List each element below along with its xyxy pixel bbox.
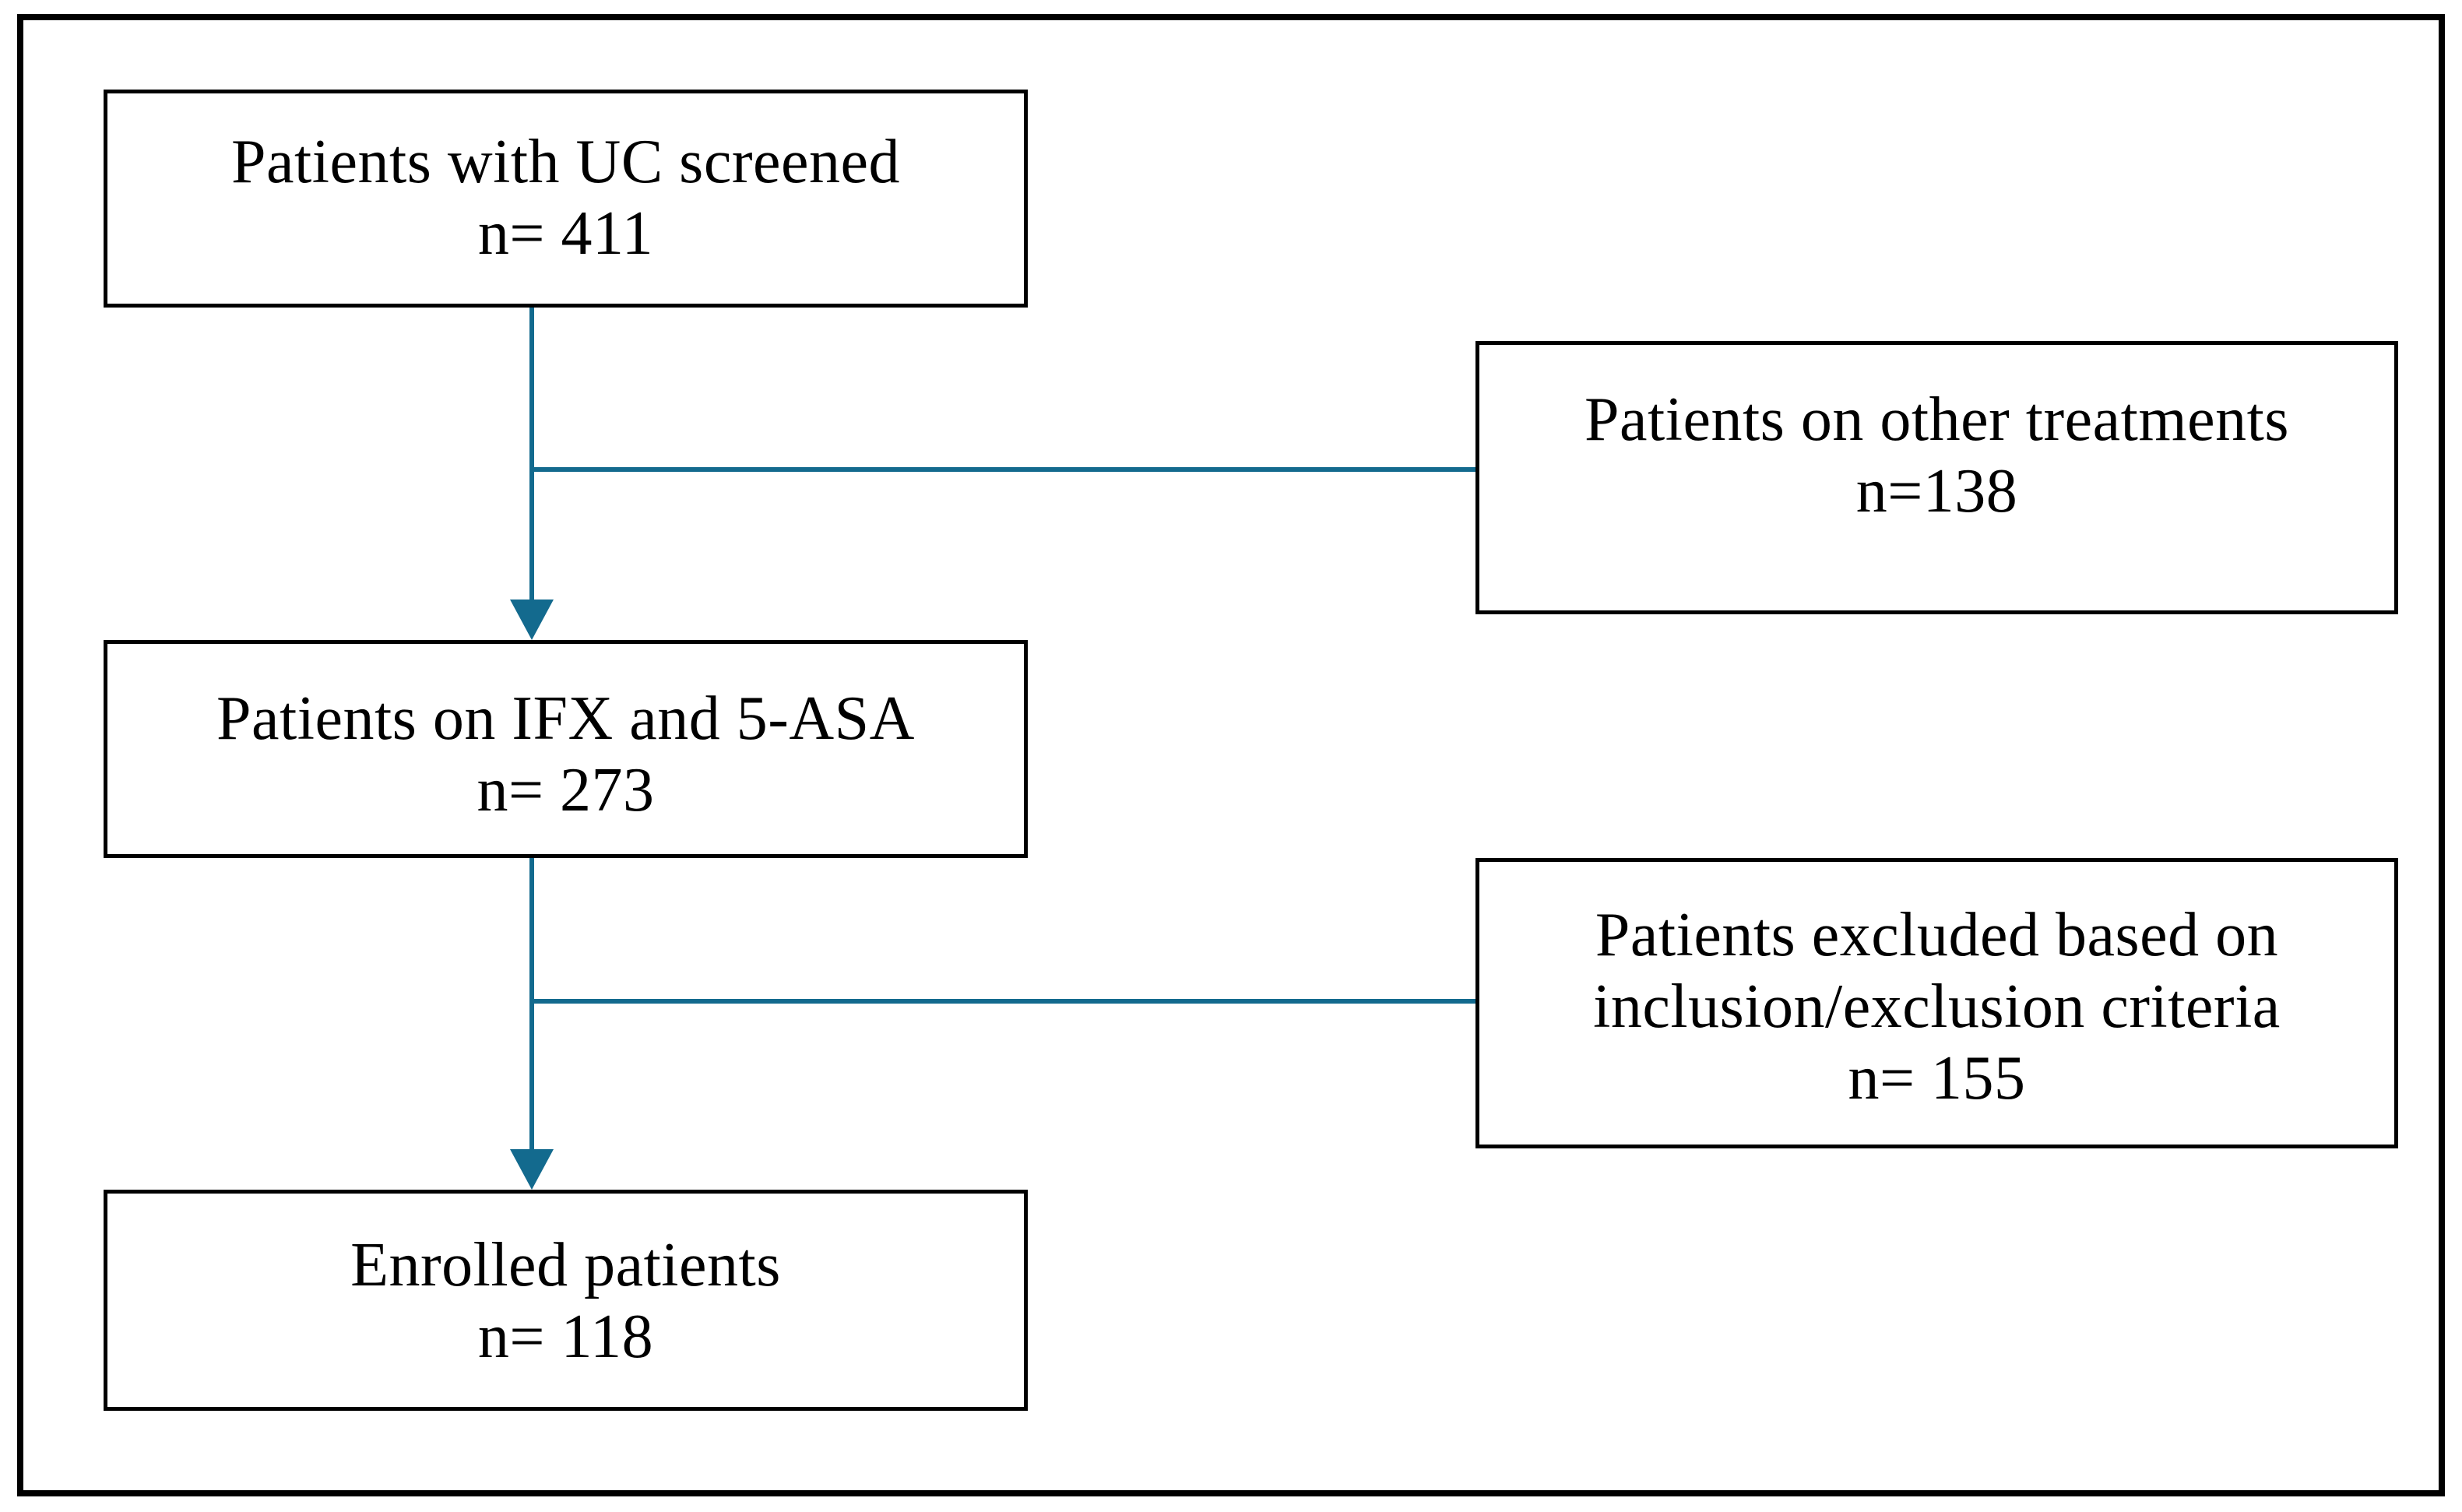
figure-border: [17, 14, 2445, 1496]
arrow-down-icon: [510, 1149, 554, 1190]
connector-branch-excluded-line: [532, 999, 1475, 1004]
node-enrolled-label: Enrolled patients: [350, 1231, 781, 1299]
node-ifx-5asa-count: n= 273: [477, 756, 655, 825]
node-enrolled-count: n= 118: [477, 1303, 654, 1371]
node-enrolled: Enrolled patients n= 118: [104, 1190, 1028, 1411]
node-patients-screened-count: n= 411: [477, 199, 654, 268]
connector-screened-to-ifx-line: [529, 306, 534, 601]
node-patients-screened-label: Patients with UC screened: [231, 128, 900, 196]
node-ifx-5asa-label: Patients on IFX and 5-ASA: [216, 684, 915, 753]
node-excluded-count: n= 155: [1848, 1044, 2026, 1113]
node-other-treatments-label: Patients on other treatments: [1584, 385, 2289, 454]
arrow-down-icon: [510, 600, 554, 640]
node-patients-screened: Patients with UC screened n= 411: [104, 90, 1028, 308]
connector-branch-other-treatments-line: [532, 467, 1475, 472]
node-other-treatments-count: n=138: [1855, 457, 2018, 526]
node-ifx-5asa: Patients on IFX and 5-ASA n= 273: [104, 640, 1028, 858]
node-excluded: Patients excluded based on inclusion/exc…: [1475, 858, 2398, 1148]
node-excluded-label-line2: inclusion/exclusion criteria: [1593, 972, 2281, 1041]
node-other-treatments: Patients on other treatments n=138: [1475, 341, 2398, 614]
node-excluded-label-line1: Patients excluded based on: [1595, 901, 2279, 969]
connector-ifx-to-enrolled-line: [529, 856, 534, 1151]
